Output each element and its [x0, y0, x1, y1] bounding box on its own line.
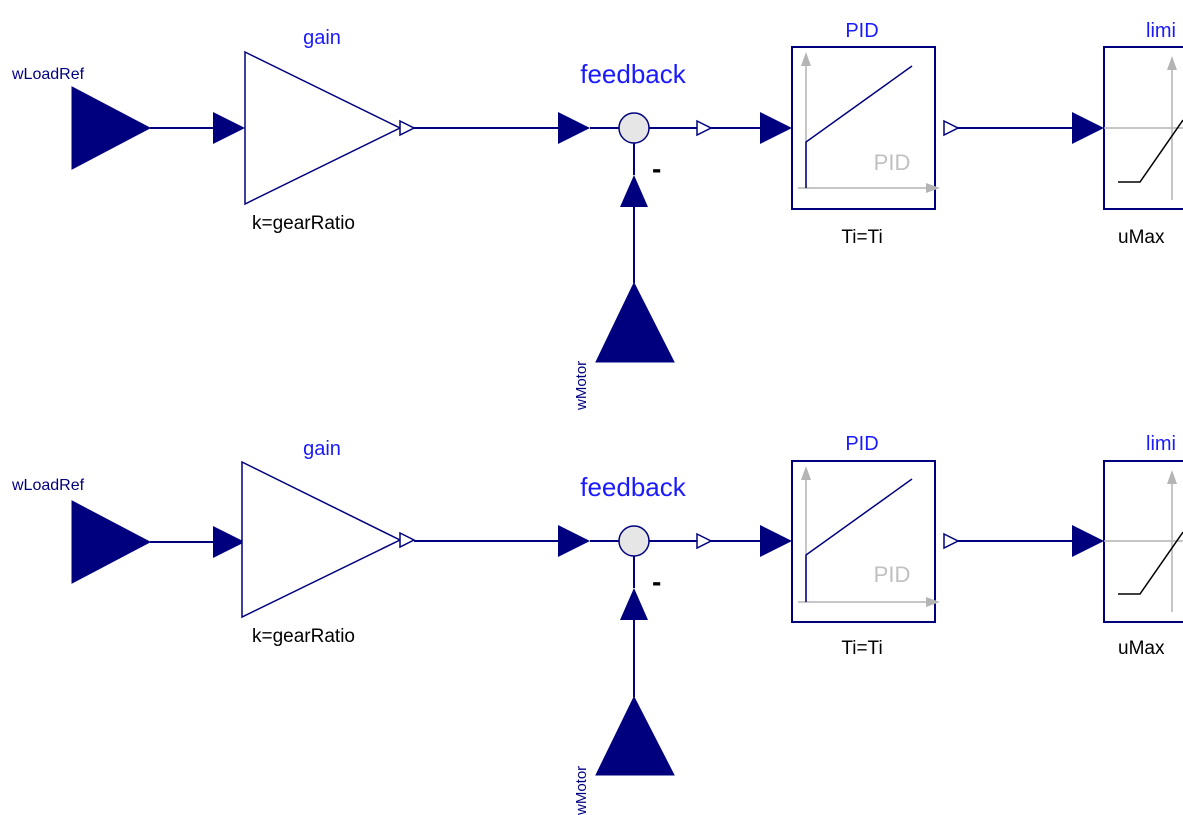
gain-block[interactable] — [241, 460, 402, 619]
limiter-name-label: limi — [1146, 20, 1176, 42]
wmotor-label: wMotor — [573, 766, 590, 815]
pid-name-label: PID — [845, 433, 878, 455]
input-port — [760, 112, 792, 144]
input-port — [558, 525, 590, 557]
output-port — [399, 531, 416, 549]
limiter-icon-plot — [1104, 470, 1183, 612]
feedback-name-label: feedback — [580, 59, 687, 89]
input-port — [760, 525, 792, 557]
limiter-name-label: limi — [1146, 433, 1176, 455]
control-row-1: wLoadRef gain k=gearRatio feedback - wMo… — [11, 20, 1183, 411]
input-port — [558, 112, 590, 144]
pid-icon-plot — [798, 466, 940, 607]
control-row-2: wLoadRef gain k=gearRatio feedback - wMo… — [11, 433, 1183, 815]
wmotor-input-block[interactable] — [595, 281, 675, 363]
limiter-param-label: uMax — [1118, 227, 1165, 248]
pid-param-label: Ti=Ti — [841, 227, 882, 248]
wmotor-input-block[interactable] — [595, 695, 675, 776]
input-port — [1072, 525, 1104, 557]
pid-name-label: PID — [845, 20, 878, 42]
feedback-minus-sign: - — [652, 153, 661, 184]
gain-name-label: gain — [303, 438, 341, 460]
output-port — [696, 119, 713, 137]
output-port — [696, 532, 713, 550]
limiter-icon-plot — [1104, 56, 1183, 200]
pid-icon-plot — [798, 52, 940, 193]
wloadref-input-block[interactable] — [71, 500, 152, 584]
gain-block[interactable] — [244, 50, 402, 206]
feedback-input-port — [620, 588, 648, 620]
input-port — [213, 112, 245, 144]
feedback-input-port — [620, 175, 648, 207]
pid-param-label: Ti=Ti — [841, 638, 882, 659]
feedback-block[interactable] — [618, 525, 650, 557]
gain-param-label: k=gearRatio — [252, 626, 355, 647]
pid-icon-text: PID — [874, 150, 911, 175]
limiter-param-label: uMax — [1118, 638, 1165, 659]
pid-icon-text: PID — [874, 562, 911, 587]
input-port — [213, 526, 245, 558]
wmotor-label: wMotor — [573, 361, 590, 411]
wloadref-label: wLoadRef — [11, 477, 85, 494]
wloadref-label: wLoadRef — [11, 66, 85, 83]
output-port — [943, 119, 960, 137]
gain-param-label: k=gearRatio — [252, 213, 355, 234]
output-port — [943, 532, 960, 550]
pid-block[interactable] — [791, 46, 936, 210]
feedback-block[interactable] — [618, 112, 650, 144]
output-port — [399, 119, 416, 137]
input-port — [1072, 112, 1104, 144]
feedback-name-label: feedback — [580, 472, 687, 502]
wloadref-input-block[interactable] — [71, 86, 152, 170]
gain-name-label: gain — [303, 27, 341, 49]
pid-block[interactable] — [791, 460, 936, 623]
feedback-minus-sign: - — [652, 566, 661, 597]
